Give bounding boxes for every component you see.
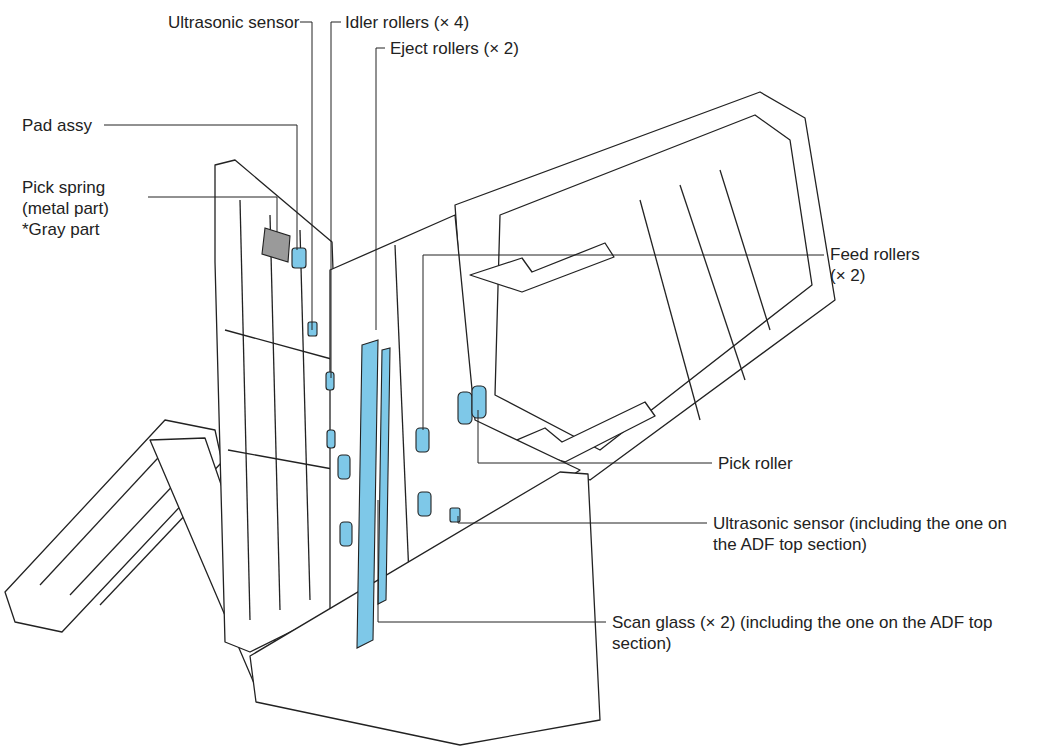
scan-glass — [357, 340, 378, 648]
scan-glass — [378, 348, 390, 604]
cover-rib — [225, 330, 335, 360]
chute-slot — [720, 170, 770, 330]
front-body — [250, 472, 600, 745]
cover-rib — [300, 230, 310, 600]
side-guide — [470, 243, 614, 292]
leader-line — [331, 22, 341, 378]
leader-line — [300, 22, 312, 330]
idler-roller — [327, 430, 335, 448]
leader-line — [478, 410, 712, 463]
feed-roller — [418, 492, 431, 516]
scanner-body — [5, 92, 835, 745]
leader-line — [148, 197, 277, 232]
leader-line — [458, 516, 707, 523]
cover-rib — [228, 450, 338, 470]
part-label: Pick roller — [718, 453, 918, 474]
part-label: Idler rollers (× 4) — [345, 12, 505, 33]
highlighted-parts — [292, 248, 486, 648]
leader-line — [378, 500, 606, 622]
part-label: Scan glass (× 2) (including the one on t… — [612, 612, 1052, 654]
cover-rib — [240, 200, 250, 620]
feed-path-edge — [395, 245, 410, 600]
part-label: Ultrasonic sensor — [168, 12, 302, 33]
part-label: Eject rollers (× 2) — [390, 38, 550, 59]
pick-roller — [472, 386, 486, 418]
cover-rib — [270, 215, 280, 610]
idler-roller — [326, 372, 334, 390]
eject-roller — [338, 455, 350, 479]
chute-slot — [680, 185, 745, 380]
part-label: Pad assy — [22, 115, 112, 136]
part-label: Ultrasonic sensor (including the one on … — [713, 513, 1013, 555]
part-label: Pick spring (metal part) *Gray part — [22, 177, 134, 240]
adf-cover — [215, 160, 345, 652]
part-label: Feed rollers (× 2) — [830, 244, 940, 286]
stacker-rib — [100, 510, 190, 605]
stacker-rib — [70, 478, 180, 595]
chute-slot — [640, 200, 700, 420]
leader-line — [423, 255, 824, 430]
leader-line — [376, 48, 385, 330]
pad-assy — [292, 248, 306, 268]
eject-roller — [340, 522, 352, 546]
feed-roller — [416, 428, 429, 452]
pick-spring — [262, 228, 290, 262]
pick-roller — [458, 392, 472, 424]
leader-line — [104, 125, 297, 250]
stacker-rib — [40, 445, 170, 585]
paper-chute — [455, 92, 835, 480]
